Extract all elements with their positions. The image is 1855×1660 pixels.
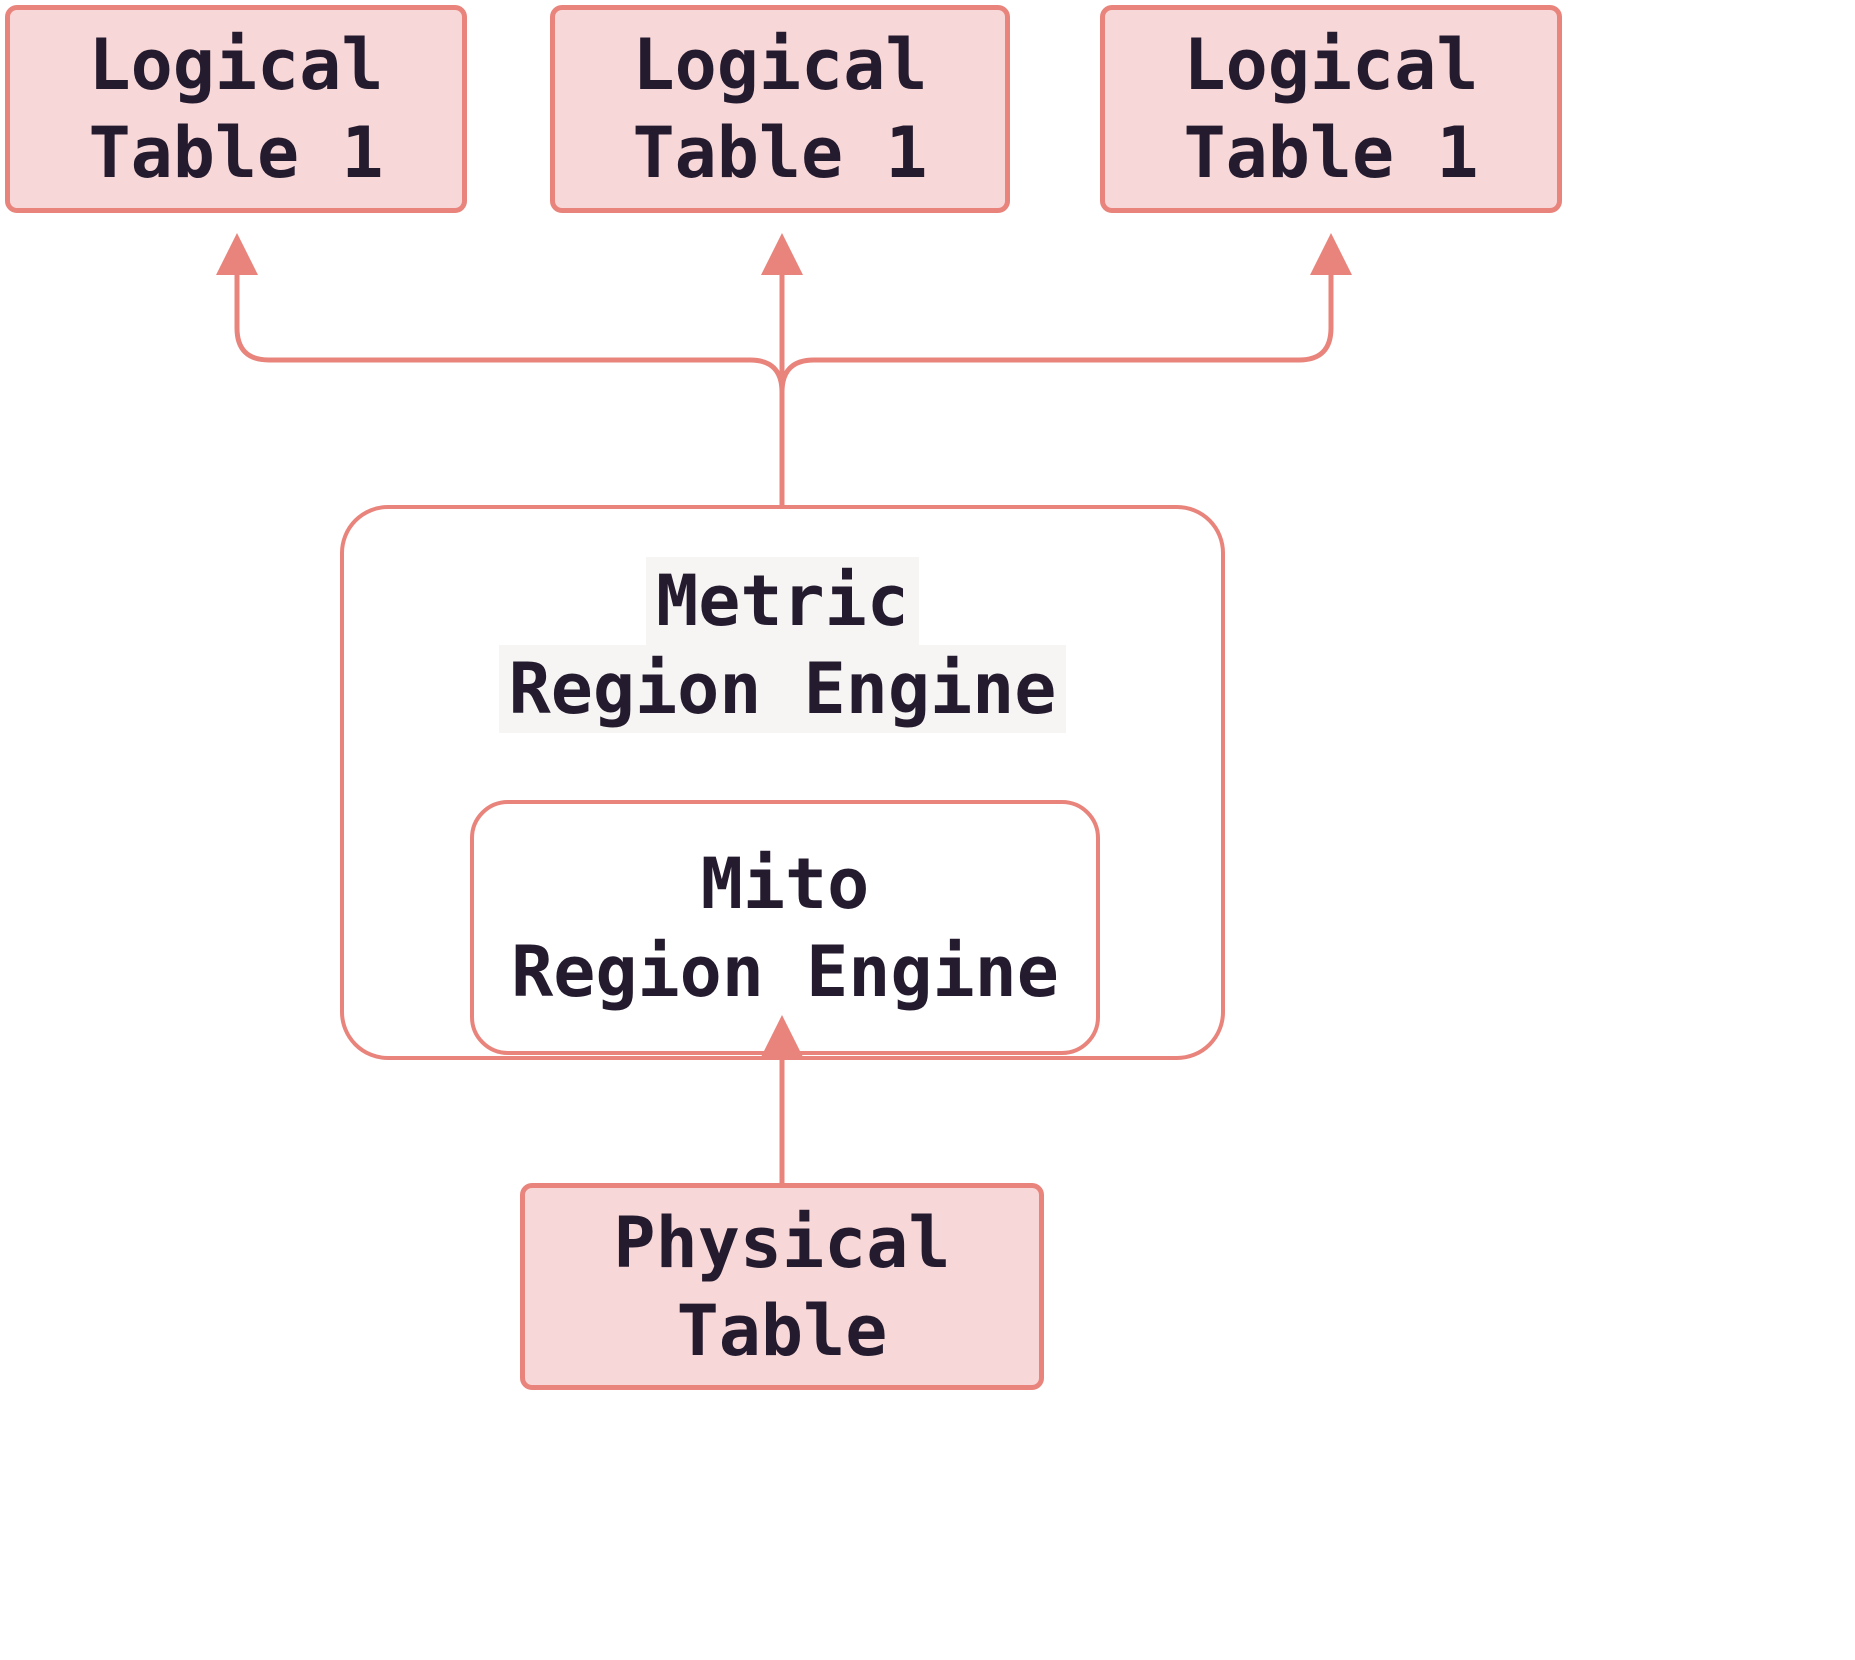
node-label-line: Table <box>676 1289 888 1372</box>
node-logical-table-3: Logical Table 1 <box>1100 5 1562 213</box>
node-logical-table-2: Logical Table 1 <box>550 5 1010 213</box>
node-logical-table-1: Logical Table 1 <box>5 5 467 213</box>
node-label-line: Logical <box>632 24 928 106</box>
node-label-line: Region Engine <box>498 645 1067 733</box>
arrow-metric-to-logical-3 <box>779 233 1352 505</box>
node-physical-table: Physical Table <box>520 1183 1044 1390</box>
node-label-line: Metric <box>646 557 919 645</box>
node-label-line: Logical <box>88 24 384 106</box>
node-label-line: Table 1 <box>88 112 384 194</box>
node-mito-region-engine: Mito Region Engine <box>470 800 1100 1055</box>
node-label-line: Region Engine <box>511 930 1059 1013</box>
node-label-line: Physical <box>613 1201 951 1284</box>
node-label-line: Table 1 <box>1183 112 1479 194</box>
node-label-line: Table 1 <box>632 112 928 194</box>
node-label-line: Mito <box>700 842 870 925</box>
node-label-line: Logical <box>1183 24 1479 106</box>
arrow-metric-to-logical-1 <box>216 233 785 505</box>
